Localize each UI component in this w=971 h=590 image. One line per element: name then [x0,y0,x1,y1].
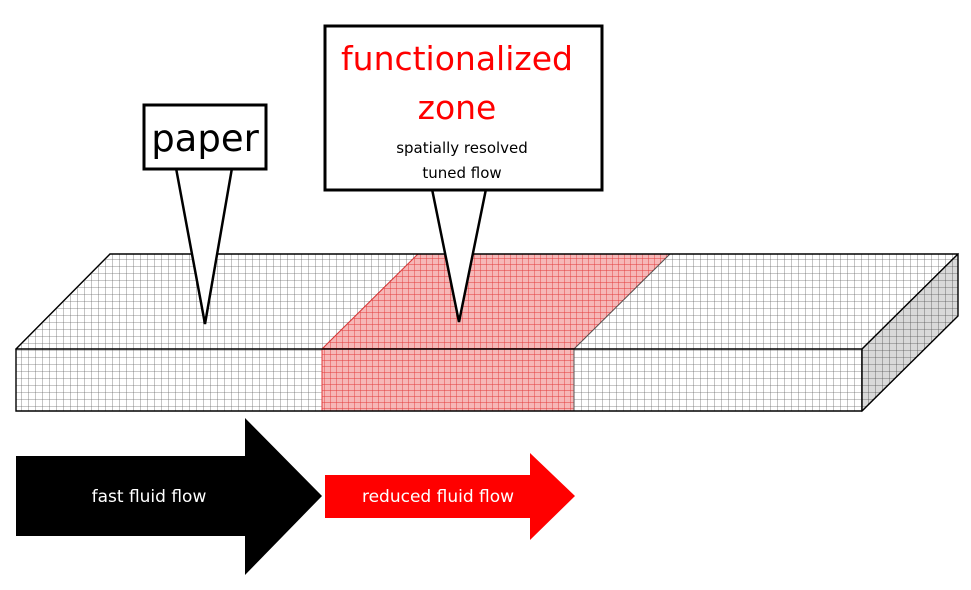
paper-callout-box [142,103,268,171]
zone-callout-subtitle-line1: spatially resolved [396,139,528,157]
reduced-flow-label: reduced fluid flow [362,487,514,507]
fast-flow-arrow-shape [16,418,322,575]
front-face-left-section [15,348,323,412]
zone-callout-title-line2: zone [418,88,497,127]
fast-flow-label: fast fluid flow [92,487,207,507]
reduced-flow-arrow: reduced fluid flow [325,453,575,540]
paper-callout-label: paper [151,117,259,160]
paper-callout: paper [142,103,268,325]
fast-flow-arrow: fast fluid flow [16,418,322,575]
front-face-functionalized-section [321,348,575,412]
reduced-flow-arrow-shape [325,453,575,540]
zone-callout: functionalized zone spatially resolved t… [323,24,604,323]
strip-front-face [15,348,863,412]
zone-callout-title-line1: functionalized [341,39,573,78]
strip-top-face [14,253,960,350]
zone-callout-subtitle-line2: tuned flow [422,164,501,182]
zone-callout-box [323,24,604,192]
front-face-right-section [573,348,863,412]
